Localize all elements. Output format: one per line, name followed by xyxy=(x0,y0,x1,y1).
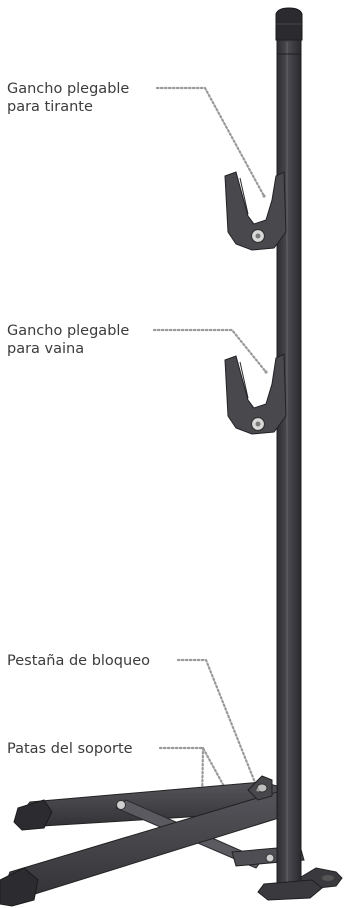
leader-chainstay-hook xyxy=(152,328,268,374)
callout-legs-label: Patas del soporte xyxy=(7,741,133,757)
callout-lock-tab: Pestaña de bloqueo xyxy=(7,652,150,670)
callout-stay-hook: Gancho plegable para tirante xyxy=(7,80,157,116)
leader-dots xyxy=(256,194,268,792)
callout-stay-hook-line2: para tirante xyxy=(7,99,93,115)
callout-stay-hook-line1: Gancho plegable xyxy=(7,81,130,97)
leader-stay-hook xyxy=(155,86,266,198)
stay-hook xyxy=(224,171,287,251)
chainstay-hook xyxy=(224,353,287,435)
callout-legs: Patas del soporte xyxy=(7,740,133,758)
stand-legs xyxy=(0,781,343,907)
leader-lines xyxy=(152,86,268,804)
leader-legs-a xyxy=(158,746,228,792)
callout-chainstay-hook-line1: Gancho plegable xyxy=(7,323,130,339)
callout-chainstay-hook-line2: para vaina xyxy=(7,341,85,357)
callout-lock-tab-label: Pestaña de bloqueo xyxy=(7,653,150,669)
stand-pole xyxy=(257,7,323,901)
callout-chainstay-hook: Gancho plegable para vaina xyxy=(7,322,157,358)
leader-lock-tab xyxy=(176,658,260,792)
